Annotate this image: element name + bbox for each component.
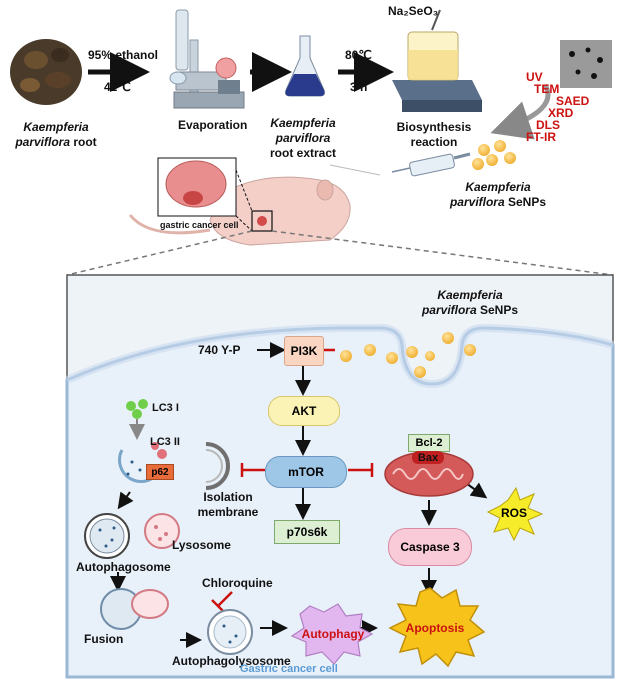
hotplate: [392, 9, 482, 112]
autophagy-label: Autophagy: [301, 627, 365, 641]
lc3-dots: [126, 399, 148, 419]
autophagolysosome-label: Autophagolysosome: [172, 654, 291, 668]
tem-image: [560, 40, 612, 88]
flask: [285, 35, 325, 97]
y740p-label: 740 Y-P: [198, 343, 241, 357]
ros-star: [486, 486, 544, 542]
autophagosome: [84, 513, 130, 559]
char-xrd: XRD: [548, 106, 574, 120]
lysosome: [144, 513, 180, 549]
root-label-suffix: root: [73, 135, 97, 149]
p70s6k-node: p70s6k: [274, 520, 340, 544]
autophagolysosome: [207, 609, 253, 655]
extract-label: Kaempferia parviflora root extract: [258, 116, 348, 161]
senps-dots-panel: [340, 332, 476, 378]
senps-dots-top: [472, 140, 516, 170]
autophagosome-label: Autophagosome: [76, 560, 171, 574]
root-label-italic: Kaempferia parviflora: [15, 120, 89, 149]
apoptosis-label: Apoptosis: [405, 621, 465, 635]
gastric-inset-label: gastric cancer cell: [160, 220, 239, 230]
senps-panel-suffix: SeNPs: [480, 303, 519, 317]
lysosome-label: Lysosome: [172, 538, 231, 552]
fusion-shape: [100, 588, 169, 630]
ros-label: ROS: [500, 506, 527, 520]
char-uv: UV: [526, 70, 543, 84]
temp2-label: 80℃: [345, 48, 372, 62]
char-dls: DLS: [536, 118, 560, 132]
isolation-membrane-shape: [205, 442, 230, 490]
gastric-inset: [157, 157, 253, 232]
evaporation-label: Evaporation: [178, 118, 248, 132]
senps-top-italic: Kaempferia parviflora: [449, 180, 531, 209]
senps-panel-label: Kaempferia parviflora SeNPs: [410, 288, 530, 318]
bax-node: Bax: [412, 451, 444, 464]
time-label: 3 h: [350, 80, 368, 94]
char-ftir: FT-IR: [526, 130, 556, 144]
cell-label: Gastric cancer cell: [240, 663, 338, 675]
root-photo: [10, 39, 82, 105]
reagent-label: Na₂SeO₃: [388, 4, 439, 18]
ethanol-label: 95% ethanol: [88, 48, 159, 62]
akt-node: AKT: [268, 396, 340, 426]
biosynthesis-label: Biosynthesis reaction: [396, 120, 472, 149]
extract-label-suffix: root extract: [269, 146, 337, 160]
mitochondrion: [384, 451, 474, 497]
fusion-label: Fusion: [84, 632, 124, 646]
char-tem: TEM: [534, 82, 560, 96]
mtor-node: mTOR: [265, 456, 347, 488]
caspase3-node: Caspase 3: [388, 528, 472, 566]
rotary-evaporator: [169, 9, 245, 109]
syringe: [329, 152, 471, 177]
senps-top-label: Kaempferia parviflora SeNPs: [438, 180, 558, 210]
chloroquine-label: Chloroquine: [202, 576, 273, 590]
temp1-label: 42℃: [104, 80, 131, 94]
root-label: Kaempferia parviflora root: [8, 120, 104, 150]
lc3i-label: LC3 I: [152, 402, 179, 414]
characterization-arrow: [490, 83, 551, 140]
pi3k-node: PI3K: [284, 336, 324, 366]
char-saed: SAED: [556, 94, 590, 108]
apoptosis-star: [388, 587, 486, 668]
p62-node: p62: [146, 464, 174, 480]
lc3ii-label: LC3 II: [150, 436, 180, 448]
isolation-membrane-label: Isolation membrane: [197, 490, 259, 519]
bcl2-node: Bcl-2: [408, 434, 450, 452]
extract-label-italic: Kaempferia parviflora: [270, 116, 336, 145]
autophagy-star: [290, 603, 374, 665]
senps-panel-italic: Kaempferia parviflora: [421, 288, 503, 317]
senps-top-suffix: SeNPs: [508, 195, 547, 209]
